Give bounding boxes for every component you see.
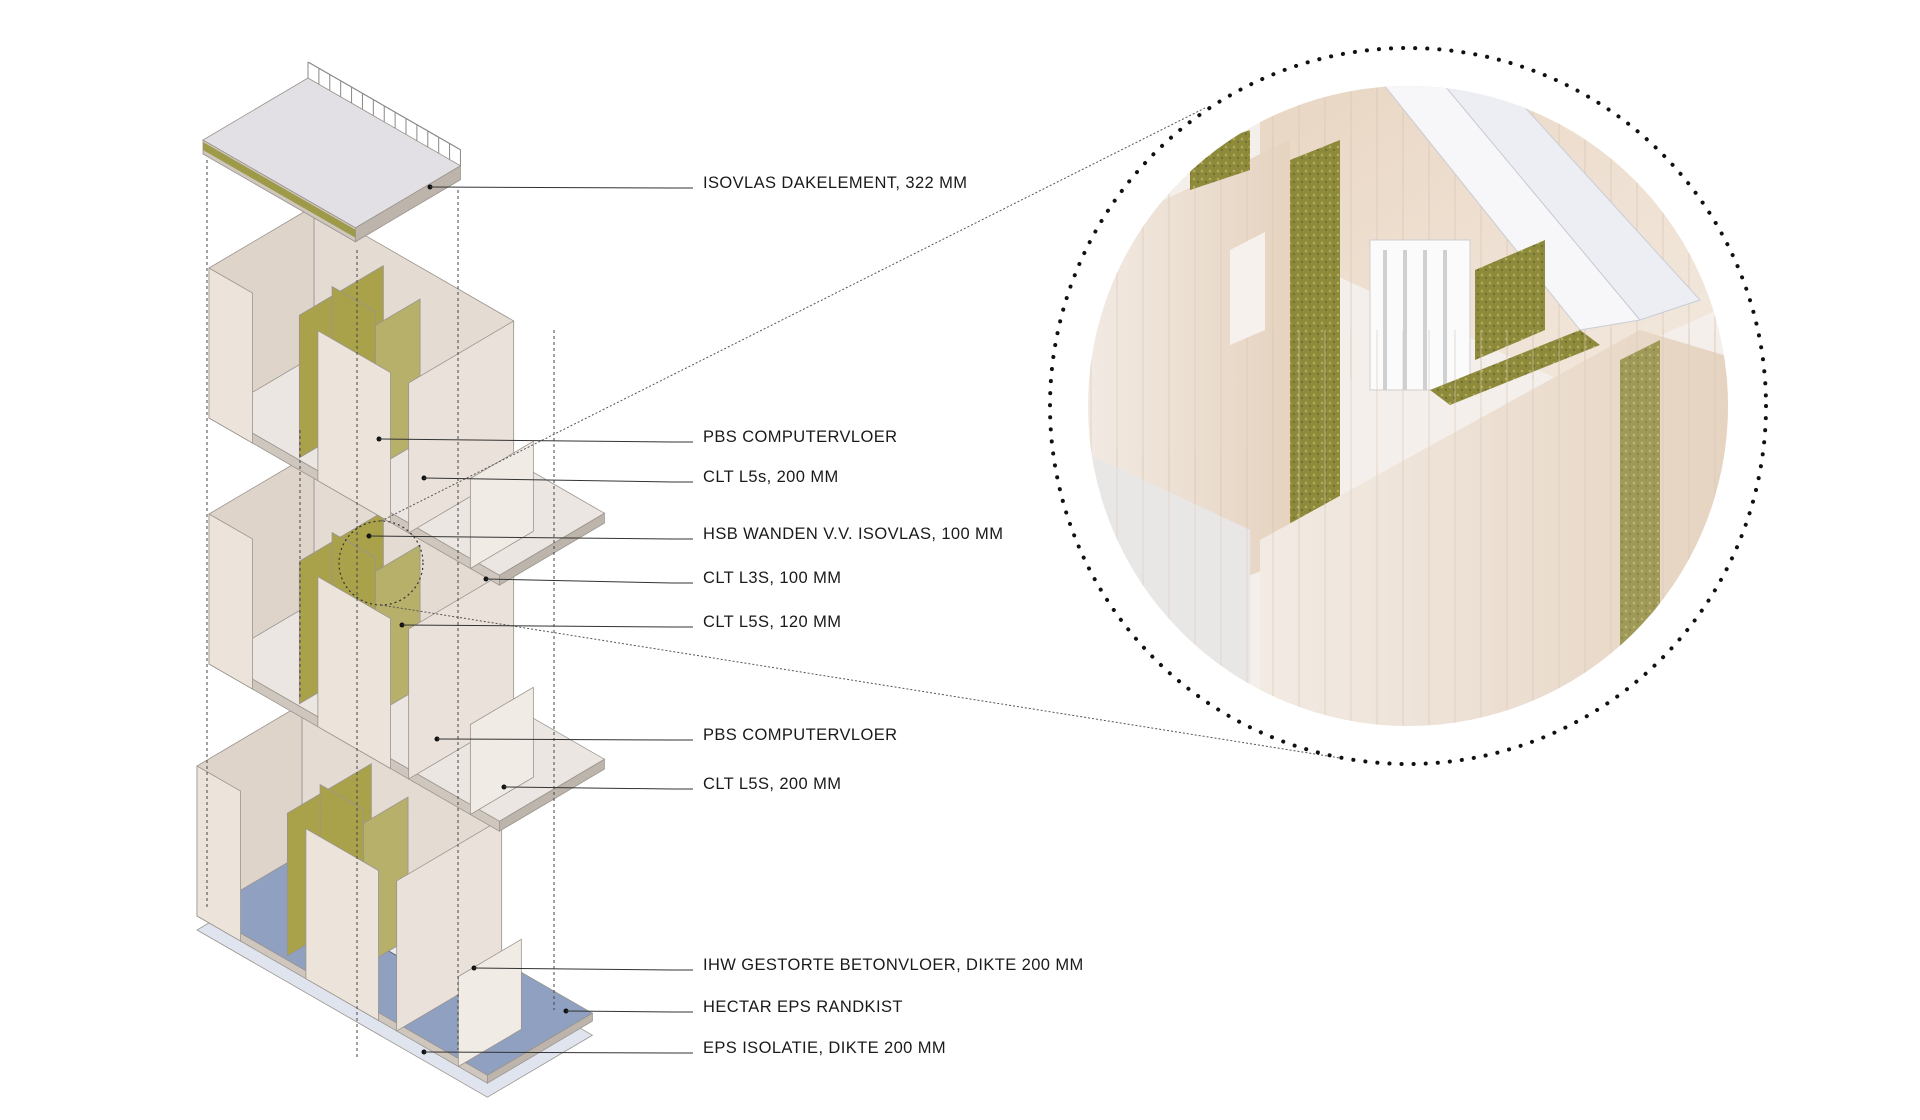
annotation-leaders — [366, 184, 693, 1055]
component-label: CLT L5S, 120 MM — [703, 613, 841, 631]
component-label: CLT L5S, 200 MM — [703, 775, 841, 793]
middle-floor-front-wall-2 — [317, 576, 391, 770]
detail-dotted-frame — [1048, 46, 1768, 766]
leader-line — [401, 624, 693, 628]
detail-staircase — [1378, 86, 1701, 331]
exploded-building — [196, 61, 606, 1098]
middle-floor-front-wall-1 — [208, 513, 253, 690]
top-floor-front-wall-2 — [317, 330, 391, 524]
component-label: HECTAR EPS RANDKIST — [703, 998, 903, 1016]
detail-render — [1088, 86, 1728, 726]
zoom-connector-bottom — [380, 604, 1341, 759]
leader-line — [423, 477, 693, 483]
component-label: PBS COMPUTERVLOER — [703, 726, 897, 744]
component-label: CLT L3S, 100 MM — [703, 569, 841, 587]
component-label: HSB WANDEN V.V. ISOVLAS, 100 MM — [703, 525, 1003, 543]
leader-line — [378, 438, 693, 443]
leader-line — [429, 186, 693, 189]
component-label: EPS ISOLATIE, DIKTE 200 MM — [703, 1039, 946, 1057]
leader-line — [503, 786, 693, 790]
top-floor-front-wall-1 — [208, 267, 253, 444]
leader-line — [485, 578, 693, 584]
ground-floor-front-wall-2 — [305, 828, 379, 1022]
zoom-connector-top — [380, 107, 1206, 522]
leader-line — [565, 1010, 693, 1013]
roof-insulation-edge — [203, 142, 356, 238]
vertical-guide-lines — [206, 160, 555, 1060]
roof-element — [202, 77, 462, 229]
leader-line — [423, 1051, 693, 1054]
middle-floor-partition — [469, 686, 534, 816]
ground-floor-front-wall-1 — [196, 765, 241, 942]
component-label: CLT L5s, 200 MM — [703, 468, 839, 486]
component-label: IHW GESTORTE BETONVLOER, DIKTE 200 MM — [703, 956, 1084, 974]
component-label: ISOVLAS DAKELEMENT, 322 MM — [703, 174, 967, 192]
detail-zoom-view — [338, 46, 1768, 766]
leader-line — [436, 738, 693, 741]
roof-railing — [307, 61, 461, 151]
annotation-labels: ISOVLAS DAKELEMENT, 322 MM PBS COMPUTERVL… — [703, 174, 1084, 1057]
leader-line — [473, 967, 693, 971]
leader-line — [368, 535, 693, 540]
component-label: PBS COMPUTERVLOER — [703, 428, 897, 446]
